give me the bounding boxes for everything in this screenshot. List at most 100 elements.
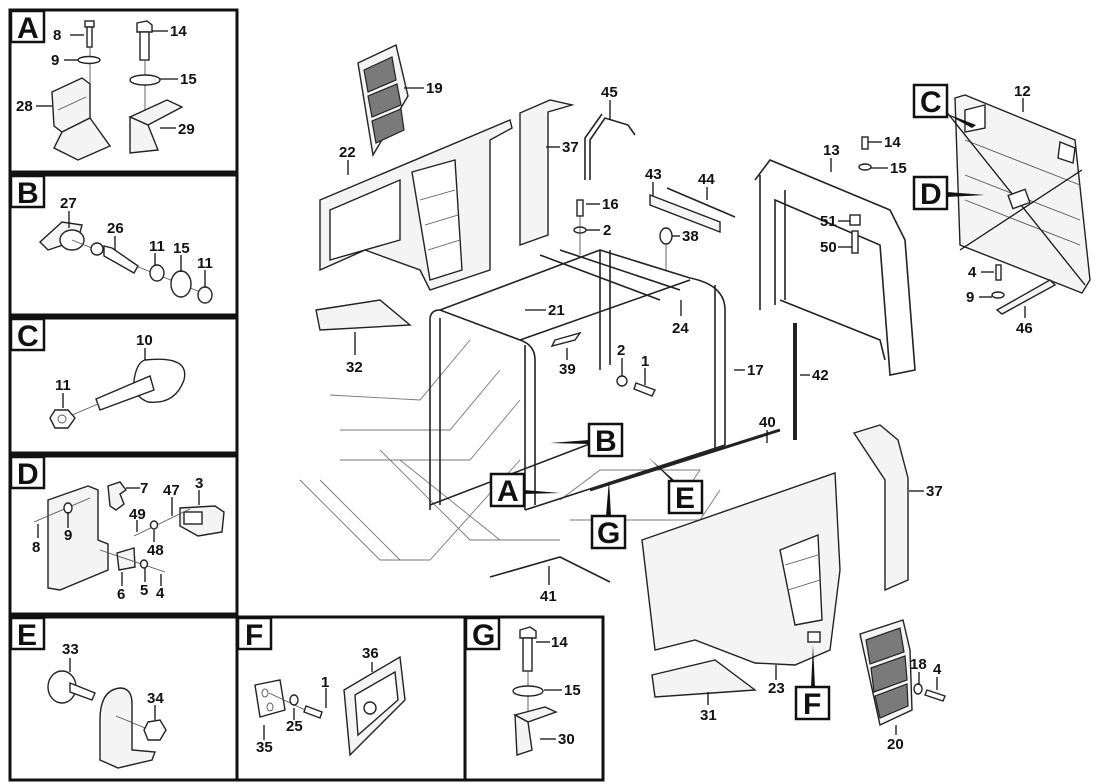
bolt-4-rear <box>991 264 1005 299</box>
washer-15 <box>170 270 192 298</box>
part-label-11: 11 <box>197 255 213 272</box>
part-label-15: 15 <box>173 240 190 257</box>
bolt-16 <box>573 199 587 255</box>
plate-39 <box>550 331 582 348</box>
plate-31 <box>651 659 757 698</box>
part-label-7: 7 <box>140 480 148 497</box>
side-panel-22 <box>319 119 513 291</box>
part-label-23: 23 <box>768 680 785 697</box>
callout-arrow <box>524 490 560 494</box>
part-label-4: 4 <box>968 264 977 281</box>
part-label-33: 33 <box>62 641 79 658</box>
part-label-47: 47 <box>163 482 180 499</box>
bolt-50 <box>851 230 859 254</box>
seal-strip-40 <box>589 428 781 492</box>
strut-46 <box>995 279 1057 315</box>
part-label-5: 5 <box>140 582 148 599</box>
part-label-15: 15 <box>180 71 197 88</box>
part-label-15: 15 <box>890 160 907 177</box>
leader-lines-f <box>263 662 373 740</box>
callout-letter-b: B <box>595 425 617 458</box>
part-label-21: 21 <box>548 302 565 319</box>
detail-letter-e: E <box>17 619 37 652</box>
detail-letter-b: B <box>17 177 39 210</box>
door-frame-13 <box>754 159 916 376</box>
detail-panel-e: E 33 34 <box>8 615 239 782</box>
plate-32 <box>315 299 412 331</box>
part-label-4: 4 <box>156 585 165 602</box>
callout-a[interactable]: A <box>489 472 560 508</box>
part-label-27: 27 <box>60 195 77 212</box>
part-label-4: 4 <box>933 661 942 678</box>
callout-arrow <box>606 480 611 516</box>
part-label-48: 48 <box>147 542 164 559</box>
part-label-14: 14 <box>884 134 901 151</box>
pin-26 <box>90 242 139 274</box>
nut-11-a <box>149 264 165 282</box>
part-label-44: 44 <box>698 171 715 188</box>
part-label-15: 15 <box>564 682 581 699</box>
callout-b[interactable]: B <box>550 422 624 458</box>
part-label-35: 35 <box>256 739 273 756</box>
part-label-38: 38 <box>682 228 699 245</box>
callout-arrow <box>811 645 815 687</box>
spacer-51 <box>849 214 861 226</box>
mount-plate-27 <box>38 221 85 251</box>
plate-35 <box>254 679 286 718</box>
washer-2 <box>616 375 628 387</box>
nut-11-b <box>197 286 213 304</box>
detail-panel-f: F 1 36 35 25 <box>235 615 467 782</box>
detail-letter-f: F <box>245 619 263 652</box>
part-label-37: 37 <box>926 483 943 500</box>
part-label-8: 8 <box>32 539 40 556</box>
callout-d[interactable]: D <box>912 175 985 211</box>
callout-letter-g: G <box>597 517 620 550</box>
leader-lines-g <box>536 641 562 740</box>
grille-19 <box>357 43 409 158</box>
leader-lines-c <box>62 348 146 408</box>
part-label-17: 17 <box>747 362 764 379</box>
placement-guides <box>299 339 721 561</box>
callout-e[interactable]: E <box>648 457 704 515</box>
callout-letter-f: F <box>803 688 821 721</box>
part-label-3: 3 <box>195 475 203 492</box>
bolt-14-main <box>858 136 872 171</box>
part-label-14: 14 <box>170 23 187 40</box>
part-label-34: 34 <box>147 690 164 707</box>
nut-34 <box>143 719 167 741</box>
leader-lines-a <box>36 30 178 129</box>
rubber-stop-33 <box>47 670 96 704</box>
part-label-9: 9 <box>64 527 72 544</box>
main-leader-lines <box>347 87 1026 735</box>
nut-11 <box>49 409 76 429</box>
part-label-11: 11 <box>55 377 71 394</box>
mount-plate <box>47 485 109 591</box>
callout-c[interactable]: C <box>912 83 976 128</box>
part-label-41: 41 <box>540 588 557 605</box>
part-label-12: 12 <box>1014 83 1031 100</box>
part-label-24: 24 <box>672 320 689 337</box>
strip-43 <box>649 193 721 234</box>
part-label-16: 16 <box>602 196 619 213</box>
bracket-28 <box>51 77 112 161</box>
detail-panel-c: C 10 11 <box>8 316 239 455</box>
callout-arrow <box>945 113 976 128</box>
part-label-50: 50 <box>820 239 837 256</box>
detail-panel-g: G 14 15 30 <box>463 615 605 782</box>
part-label-19: 19 <box>426 80 443 97</box>
bolt-14 <box>512 626 544 720</box>
part-label-29: 29 <box>178 121 195 138</box>
part-label-20: 20 <box>887 736 904 753</box>
part-label-45: 45 <box>601 84 618 101</box>
seal-strip-41 <box>489 556 611 583</box>
part-label-22: 22 <box>339 144 356 161</box>
callout-g[interactable]: G <box>590 480 627 550</box>
part-label-49: 49 <box>129 506 146 523</box>
callout-arrow <box>648 457 675 481</box>
part-label-11: 11 <box>149 238 165 255</box>
callout-f[interactable]: F <box>794 645 831 721</box>
part-label-30: 30 <box>558 731 575 748</box>
detail-letter-a: A <box>17 12 39 45</box>
part-label-9: 9 <box>966 289 974 306</box>
detail-letter-g: G <box>472 619 495 652</box>
